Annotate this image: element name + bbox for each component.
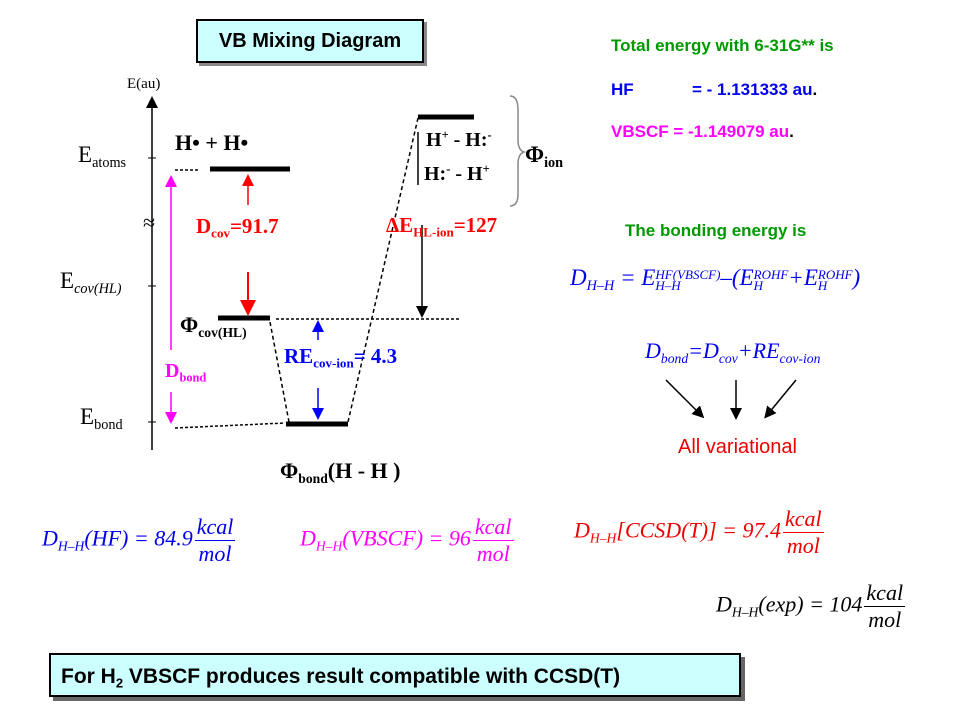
page-title: VB Mixing Diagram — [218, 30, 402, 52]
e-bond-label: Ebond — [80, 404, 123, 433]
dbond-definition-equation: Dbond=Dcov+REcov-ion — [645, 338, 821, 366]
hf-label: HF — [611, 80, 634, 99]
e-atoms-label: Eatoms — [78, 142, 127, 171]
d-cov-label: Dcov=91.7 — [196, 214, 279, 241]
bonding-energy-label: The bonding energy is — [625, 221, 807, 240]
h-atoms-label: H• + H• — [175, 130, 249, 155]
energy-axis-label: E(au) — [127, 76, 161, 92]
hf-value: = - 1.131333 au. — [692, 80, 818, 99]
delta-e-label: ΔEHL-ion=127 — [386, 213, 498, 240]
conclusion-text: For H2 VBSCF produces result compatible … — [61, 665, 621, 691]
axis-break-symbol: ≈ — [143, 210, 156, 235]
all-variational-label: All variational — [678, 436, 797, 458]
d-bond-label: Dbond — [165, 360, 207, 385]
e-cov-label: Ecov(HL) — [60, 268, 122, 297]
total-energy-label: Total energy with 6-31G** is — [611, 36, 834, 55]
ion-structure-2: H:- - H+ — [424, 162, 490, 185]
phi-ion-label: Φion — [525, 142, 564, 171]
vbscf-value: VBSCF = -1.149079 au. — [611, 122, 794, 141]
phi-cov-label: Φcov(HL) — [180, 312, 247, 340]
ion-structure-1: H+ - H:- — [426, 128, 492, 151]
phi-bond-label: Φbond(H - H ) — [280, 458, 401, 486]
conclusion-box: For H2 VBSCF produces result compatible … — [49, 653, 741, 697]
title-box: VB Mixing Diagram — [196, 19, 424, 63]
re-cov-ion-label: REcov-ion= 4.3 — [284, 344, 398, 371]
